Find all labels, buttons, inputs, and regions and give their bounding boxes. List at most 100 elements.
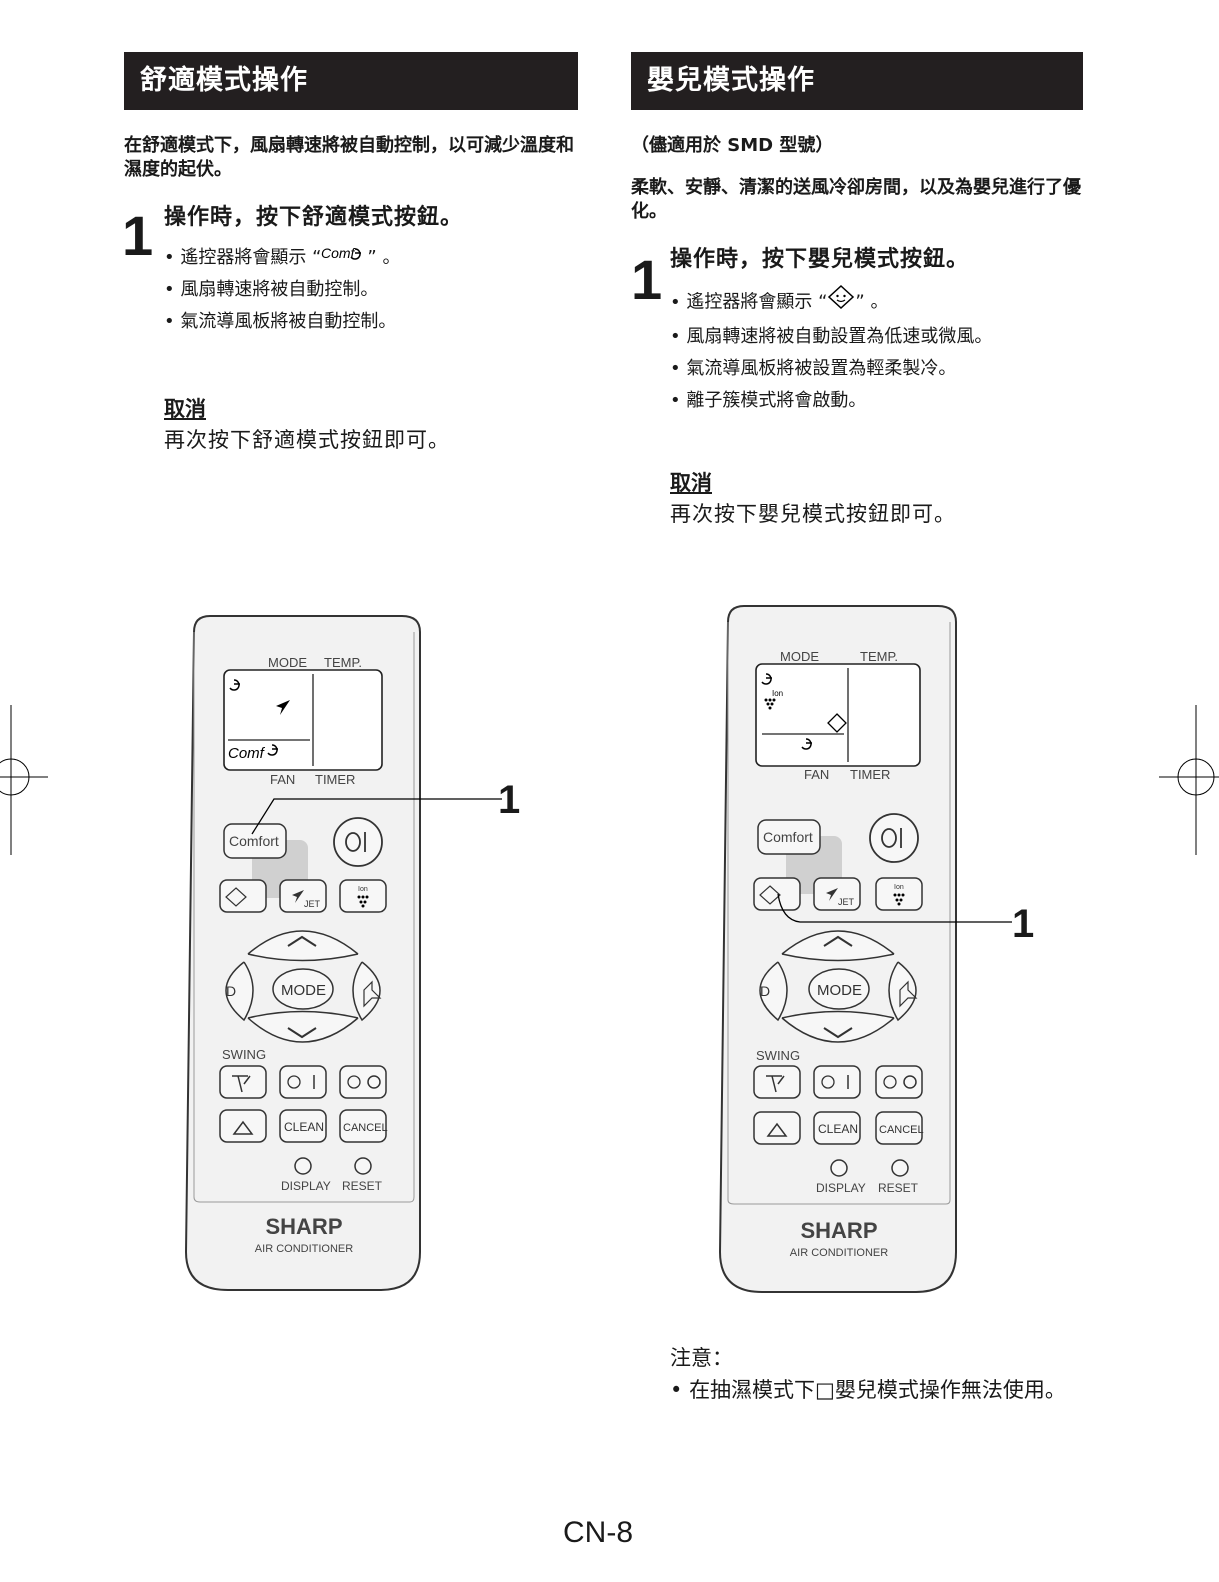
svg-text:JET: JET <box>304 899 321 909</box>
hi-power-button[interactable] <box>753 1111 801 1145</box>
baby-mode-header: 嬰兒模式操作 <box>631 52 1083 110</box>
svg-text:TIMER: TIMER <box>850 767 890 782</box>
crop-mark-left <box>0 705 48 855</box>
svg-text:MODE: MODE <box>281 982 326 999</box>
svg-text:SWING: SWING <box>222 1047 266 1062</box>
svg-text:Ion: Ion <box>358 886 368 893</box>
svg-text:CANCEL: CANCEL <box>343 1122 388 1134</box>
svg-text:TEMP.: TEMP. <box>860 649 898 664</box>
swing-button[interactable] <box>219 1065 267 1099</box>
svg-text:CLEAN: CLEAN <box>818 1122 858 1136</box>
comfort-callout: 1 <box>498 778 521 822</box>
baby-mode-button[interactable] <box>219 879 267 913</box>
comfort-button[interactable] <box>223 823 287 859</box>
svg-text:TEMP.: TEMP. <box>324 655 362 670</box>
baby-face-icon <box>827 284 855 321</box>
temp-up-button[interactable] <box>247 930 359 955</box>
baby-note-text: • 在抽濕模式下□嬰兒模式操作無法使用。 <box>670 1378 1066 1402</box>
svg-text:Ion: Ion <box>772 689 783 698</box>
mode-button[interactable] <box>272 968 334 1010</box>
baby-bullet-4: 離子簇模式將會啟動。 <box>670 385 1090 417</box>
display-button[interactable] <box>830 1159 848 1177</box>
temp-up-button[interactable] <box>781 930 895 955</box>
baby-bullet-2: 風扇轉速將被自動設置為低速或微風。 <box>670 321 1090 353</box>
svg-text:D: D <box>760 983 770 999</box>
fan-button[interactable] <box>352 961 381 1022</box>
baby-bullet-1: 遙控器將會顯示 “” 。 <box>670 284 1090 321</box>
baby-mode-button[interactable] <box>753 877 801 911</box>
comfort-bullet-1: 遙控器將會顯示 “Comf” 。 <box>164 242 584 274</box>
comfort-step-title: 操作時，按下舒適模式按鈕。 <box>164 205 464 230</box>
crop-mark-right <box>1159 705 1219 855</box>
baby-leader-line <box>777 893 1012 923</box>
svg-text:Comf: Comf <box>228 745 266 762</box>
comfort-cancel-text: 再次按下舒適模式按鈕即可。 <box>164 428 450 452</box>
baby-smd-note: （儘適用於 SMD 型號） <box>631 135 834 156</box>
comfort-step-number: 1 <box>122 204 154 267</box>
svg-text:Comfort: Comfort <box>763 829 813 845</box>
remote-control-baby: MODE TEMP. Ion FAN TIMER Comfort JET Ion… <box>718 605 957 1293</box>
off-timer-button[interactable] <box>339 1065 387 1099</box>
baby-bullet-3: 氣流導風板將被設置為輕柔製冷。 <box>670 353 1090 385</box>
mode-button[interactable] <box>808 968 870 1010</box>
off-timer-button[interactable] <box>875 1065 923 1099</box>
power-button[interactable] <box>869 813 919 863</box>
lcd-screen <box>223 669 383 771</box>
baby-step-title: 操作時，按下嬰兒模式按鈕。 <box>670 247 970 272</box>
reset-button[interactable] <box>891 1159 909 1177</box>
dry-button[interactable] <box>225 961 254 1022</box>
comfort-intro: 在舒適模式下，風扇轉速將被自動控制，以可減少溫度和濕度的起伏。 <box>124 135 574 180</box>
svg-text:FAN: FAN <box>270 772 295 787</box>
svg-text:TIMER: TIMER <box>315 772 355 787</box>
comfort-button[interactable] <box>757 819 821 855</box>
baby-bullets: 遙控器將會顯示 “” 。 風扇轉速將被自動設置為低速或微風。 氣流導風板將被設置… <box>670 284 1090 417</box>
clean-button[interactable] <box>813 1111 861 1145</box>
svg-text:Comf: Comf <box>321 245 357 261</box>
svg-text:CLEAN: CLEAN <box>284 1120 324 1134</box>
temp-down-button[interactable] <box>781 1017 895 1043</box>
display-button[interactable] <box>294 1157 312 1175</box>
svg-text:RESET: RESET <box>342 1179 383 1193</box>
svg-text:Ion: Ion <box>894 884 904 891</box>
clean-button[interactable] <box>279 1109 327 1143</box>
jet-button[interactable] <box>813 877 861 911</box>
comfort-mode-header: 舒適模式操作 <box>124 52 578 110</box>
baby-cancel-title: 取消 <box>670 471 712 495</box>
on-timer-button[interactable] <box>813 1065 861 1099</box>
comfort-bullet-2: 風扇轉速將被自動控制。 <box>164 274 584 306</box>
jet-arrow-icon <box>276 700 290 715</box>
svg-text:D: D <box>226 983 236 999</box>
svg-text:CANCEL: CANCEL <box>879 1124 924 1136</box>
svg-text:SWING: SWING <box>756 1048 800 1063</box>
svg-text:MODE: MODE <box>780 649 819 664</box>
temp-down-button[interactable] <box>247 1017 359 1043</box>
power-button[interactable] <box>333 817 383 867</box>
page-number: CN-8 <box>563 1516 634 1549</box>
hi-power-button[interactable] <box>219 1109 267 1143</box>
dry-button[interactable] <box>759 961 788 1022</box>
svg-text:SHARP: SHARP <box>265 1214 342 1239</box>
svg-text:MODE: MODE <box>268 655 307 670</box>
baby-face-display-icon <box>827 713 847 733</box>
comfort-display-icon: Comf <box>321 242 367 274</box>
on-timer-button[interactable] <box>279 1065 327 1099</box>
baby-cancel-text: 再次按下嬰兒模式按鈕即可。 <box>670 502 956 526</box>
comfort-mode-icon <box>229 679 240 691</box>
baby-note-title: 注意： <box>670 1346 733 1370</box>
baby-intro: 柔軟、安靜、清潔的送風冷卻房間，以及為嬰兒進行了優化。 <box>631 177 1081 222</box>
svg-text:RESET: RESET <box>878 1181 919 1195</box>
swing-button[interactable] <box>753 1065 801 1099</box>
svg-text:Comfort: Comfort <box>229 833 279 849</box>
fan-button[interactable] <box>888 961 917 1022</box>
cancel-button[interactable] <box>875 1111 923 1145</box>
svg-text:AIR CONDITIONER: AIR CONDITIONER <box>255 1243 353 1255</box>
svg-text:SHARP: SHARP <box>800 1218 877 1243</box>
svg-text:MODE: MODE <box>817 982 862 999</box>
jet-button[interactable] <box>279 879 327 913</box>
reset-button[interactable] <box>354 1157 372 1175</box>
cancel-button[interactable] <box>339 1109 387 1143</box>
baby-step-number: 1 <box>631 248 663 311</box>
comfort-leader-line <box>251 798 502 835</box>
svg-text:FAN: FAN <box>804 767 829 782</box>
svg-text:JET: JET <box>838 897 855 907</box>
